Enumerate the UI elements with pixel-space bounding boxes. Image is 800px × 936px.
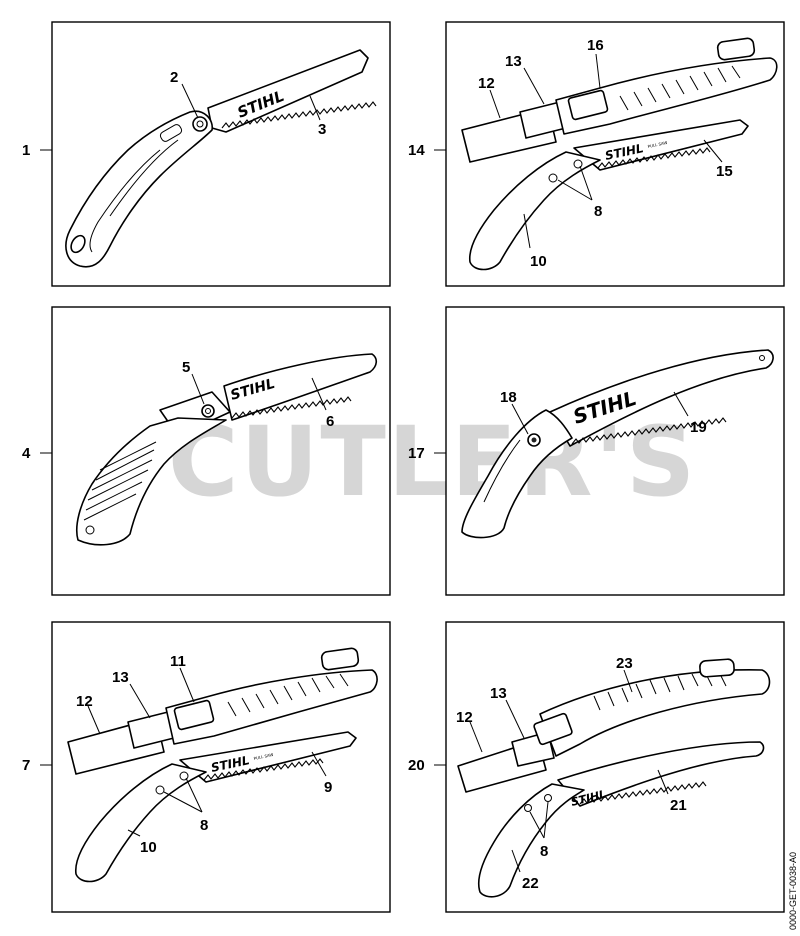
fixed-blade-saw: STIHL <box>461 349 774 539</box>
panel-14-label: 14 <box>408 142 425 159</box>
callout-21: 21 <box>670 797 687 814</box>
drawing-code: 0000-GET-0038-A0 <box>788 852 798 930</box>
callout-8: 8 <box>540 843 548 860</box>
panel-17: 17 STIHL 18 19 <box>408 306 785 596</box>
panel-14-frame <box>445 21 785 287</box>
callout-6: 6 <box>326 413 334 430</box>
pole-saw-curved-scabbard: STIHL <box>457 658 771 898</box>
panel-1-label: 1 <box>22 142 30 159</box>
panel-1: 1 STIHL 2 3 <box>22 21 391 287</box>
blade-print: PULL SAW <box>647 140 668 149</box>
callout-9: 9 <box>324 779 332 796</box>
panel-20-label: 20 <box>408 757 425 774</box>
callout-10: 10 <box>530 253 547 270</box>
panel-20: 20 STIHL 23 12 13 21 8 22 <box>408 621 785 913</box>
callout-18: 18 <box>500 389 517 406</box>
callout-5: 5 <box>182 359 190 376</box>
pole-saw-scabbard-small: STIHL PULL SAW <box>67 647 378 883</box>
panel-4-label: 4 <box>22 445 31 462</box>
callout-16: 16 <box>587 37 604 54</box>
panel-7-label: 7 <box>22 757 30 774</box>
callout-8: 8 <box>200 817 208 834</box>
callout-19: 19 <box>690 419 707 436</box>
panel-1-frame <box>51 21 391 287</box>
callout-23: 23 <box>616 655 633 672</box>
callout-13: 13 <box>112 669 129 686</box>
folding-saw-compact: STIHL <box>65 49 377 268</box>
callout-3: 3 <box>318 121 326 138</box>
panel-7: 7 STIHL PULL SAW 11 12 13 9 8 10 <box>22 621 391 913</box>
pole-saw-scabbard: STIHL PULL SAW <box>461 37 778 271</box>
watermark-text: CUTLER'S <box>168 406 697 518</box>
callout-12: 12 <box>76 693 93 710</box>
callout-11: 11 <box>170 653 186 670</box>
callout-15: 15 <box>716 163 733 180</box>
panel-20-frame <box>445 621 785 913</box>
panel-17-frame <box>445 306 785 596</box>
callout-10: 10 <box>140 839 157 856</box>
callout-13: 13 <box>505 53 522 70</box>
callout-12: 12 <box>478 75 495 92</box>
callout-13: 13 <box>490 685 507 702</box>
panel-7-frame <box>51 621 391 913</box>
panel-4: 4 STIHL 5 6 <box>22 306 391 596</box>
callout-2: 2 <box>170 69 178 86</box>
callout-12: 12 <box>456 709 473 726</box>
blade-print: PULL SAW <box>253 752 274 761</box>
panel-17-label: 17 <box>408 445 425 462</box>
callout-22: 22 <box>522 875 539 892</box>
panel-4-frame <box>51 306 391 596</box>
panel-14: 14 STIHL PULL SAW 12 13 16 15 8 10 <box>408 21 785 287</box>
folding-saw-curved: STIHL <box>76 353 378 546</box>
callout-8: 8 <box>594 203 602 220</box>
